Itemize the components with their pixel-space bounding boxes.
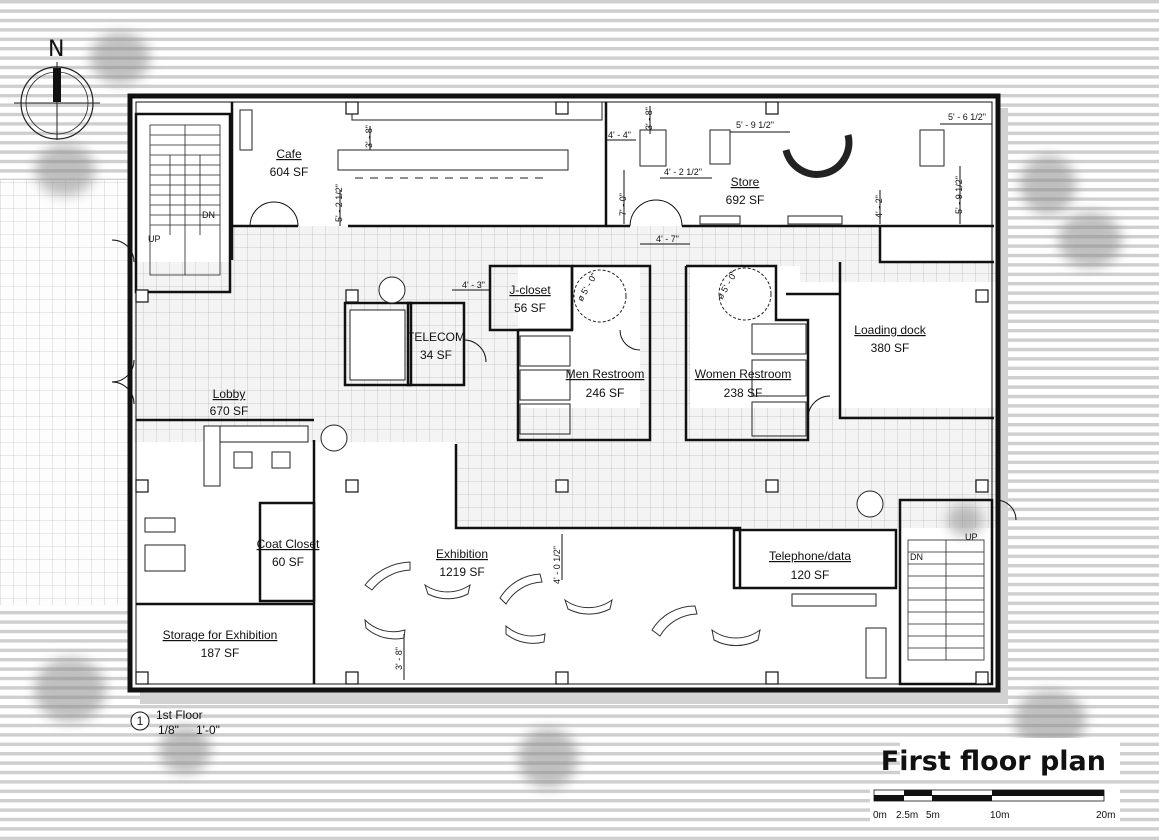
caption-number: 1 <box>137 714 144 728</box>
room-area-women-restroom: 238 SF <box>724 386 763 400</box>
scale-label-4: 20m <box>1096 810 1115 821</box>
doors <box>111 199 1017 521</box>
room-name-storage: Storage for Exhibition <box>163 628 278 642</box>
room-area-men-restroom: 246 SF <box>586 386 625 400</box>
dimension-lines <box>339 106 992 680</box>
stair-left <box>149 124 221 276</box>
exhibition-panels <box>364 561 761 647</box>
caption-scale-a: 1/8" <box>158 723 179 737</box>
furniture <box>144 101 945 679</box>
room-name-women-restroom: Women Restroom <box>695 367 791 381</box>
interior-walls <box>134 102 994 686</box>
room-name-store: Store <box>731 175 760 189</box>
room-name-cafe: Cafe <box>276 147 302 161</box>
caption-scale-b: 1'-0" <box>196 723 220 737</box>
scale-label-1: 2.5m <box>896 810 918 821</box>
dim-cafe-bar: 3' - 8" <box>364 125 374 148</box>
drawing-title: First floor plan <box>881 746 1106 777</box>
room-area-store: 692 SF <box>726 193 765 207</box>
room-name-coat-closet: Coat Closet <box>257 537 320 551</box>
room-name-jcloset: J-closet <box>509 283 551 297</box>
scale-label-2: 5m <box>926 810 940 821</box>
dim-store-display: 3' - 8" <box>644 107 654 130</box>
room-area-lobby: 670 SF <box>210 404 249 418</box>
dim-store-entry: 4' - 4" <box>608 130 631 140</box>
columns <box>135 101 989 685</box>
paving-west <box>0 180 140 605</box>
dim-jcloset: 4' - 3" <box>462 280 485 290</box>
trees <box>34 32 1122 788</box>
room-name-telephone-data: Telephone/data <box>769 549 851 563</box>
room-name-exhibition: Exhibition <box>436 547 488 561</box>
stair-left-up-label: UP <box>148 234 161 244</box>
corridor-tiles <box>134 226 1000 528</box>
dim-store-gap: 4' - 2 1/2" <box>664 167 702 177</box>
room-name-telecom: TELECOM <box>407 330 465 344</box>
dim-exhibition-panel: 4' - 0 1/2" <box>552 546 562 584</box>
room-area-telecom: 34 SF <box>420 348 452 362</box>
stair-right <box>907 539 985 661</box>
caption-floor: 1st Floor <box>156 708 203 722</box>
room-area-cafe: 604 SF <box>270 165 309 179</box>
dim-exhibition-south: 3' - 8" <box>394 647 404 670</box>
room-name-men-restroom: Men Restroom <box>566 367 645 381</box>
scale-label-3: 10m <box>990 810 1009 821</box>
stair-right-up-label: UP <box>965 532 978 542</box>
dim-cafe-depth: 5' - 2 1/2" <box>334 184 344 222</box>
room-labels: Cafe 604 SF Store 692 SF J-closet 56 SF … <box>163 147 927 660</box>
dim-store-aisle: 5' - 9 1/2" <box>736 120 774 130</box>
stair-left-dn-label: DN <box>202 210 215 220</box>
scale-bar: 0m 2.5m 5m 10m 20m <box>870 784 1120 824</box>
dim-store-counter: 4' - 2" <box>874 195 884 218</box>
room-area-jcloset: 56 SF <box>514 301 546 315</box>
room-area-exhibition: 1219 SF <box>439 565 484 579</box>
scale-label-0: 0m <box>873 810 887 821</box>
room-area-coat-closet: 60 SF <box>272 555 304 569</box>
dim-store-east: 5' - 6 1/2" <box>948 112 986 122</box>
dim-store-wall: 5' - 9 1/2" <box>954 176 964 214</box>
title-backdrop <box>900 738 1120 780</box>
north-label: N <box>48 37 64 62</box>
room-name-lobby: Lobby <box>213 387 246 401</box>
room-name-loading-dock: Loading dock <box>854 323 926 337</box>
north-arrow <box>14 62 100 140</box>
dim-store-door: 7' - 0" <box>618 193 628 216</box>
room-area-storage: 187 SF <box>201 646 240 660</box>
dim-corridor: 4' - 7" <box>656 234 679 244</box>
room-area-telephone-data: 120 SF <box>791 568 830 582</box>
drawing-caption: 1 1st Floor 1/8" 1'-0" <box>130 708 220 737</box>
stair-right-dn-label: DN <box>910 552 923 562</box>
room-area-loading-dock: 380 SF <box>871 341 910 355</box>
